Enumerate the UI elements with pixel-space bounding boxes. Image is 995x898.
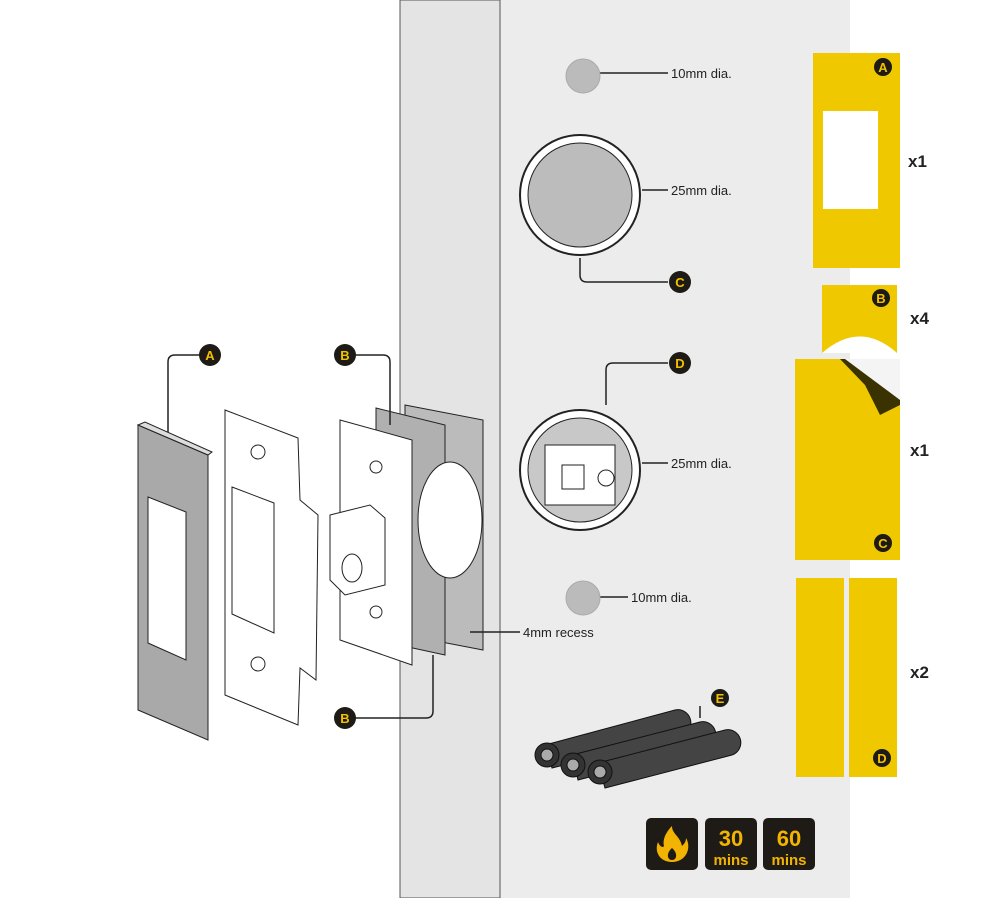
small-disc-bottom <box>565 580 601 616</box>
label: B <box>340 348 349 363</box>
label: C <box>878 536 888 551</box>
dim-latch-disc: 25mm dia. <box>671 456 732 471</box>
intumescent-plate-a <box>136 421 213 741</box>
label: mins <box>771 852 806 869</box>
label: D <box>675 356 684 371</box>
label: A <box>205 348 215 363</box>
latch-disc <box>519 409 641 531</box>
qty-a: x1 <box>908 152 927 171</box>
label: D <box>877 751 886 766</box>
label: B <box>340 711 349 726</box>
dim-large-disc: 25mm dia. <box>671 183 732 198</box>
label: E <box>716 691 725 706</box>
label: 30 <box>719 826 743 851</box>
qty-c: x1 <box>910 441 929 460</box>
qty-b: x4 <box>910 309 929 328</box>
intumescent-tubes <box>534 709 742 789</box>
label: mins <box>713 852 748 869</box>
label: B <box>876 291 885 306</box>
dim-small-disc-bottom: 10mm dia. <box>631 590 692 605</box>
label: A <box>878 60 888 75</box>
small-disc-top <box>565 58 601 94</box>
dim-small-disc-top: 10mm dia. <box>671 66 732 81</box>
latch-assembly <box>329 404 484 666</box>
qty-d: x2 <box>910 663 929 682</box>
callout-badges: A B B C D E A B C D <box>199 58 892 767</box>
dim-recess: 4mm recess <box>523 625 594 640</box>
yellow-seal-a <box>813 53 900 268</box>
fire-rating-badges: 30 mins 60 mins <box>646 818 815 870</box>
strike-plate <box>224 409 319 726</box>
yellow-seal-c <box>795 359 900 560</box>
label: C <box>675 275 685 290</box>
label: 60 <box>777 826 801 851</box>
yellow-seal-d <box>796 578 897 777</box>
